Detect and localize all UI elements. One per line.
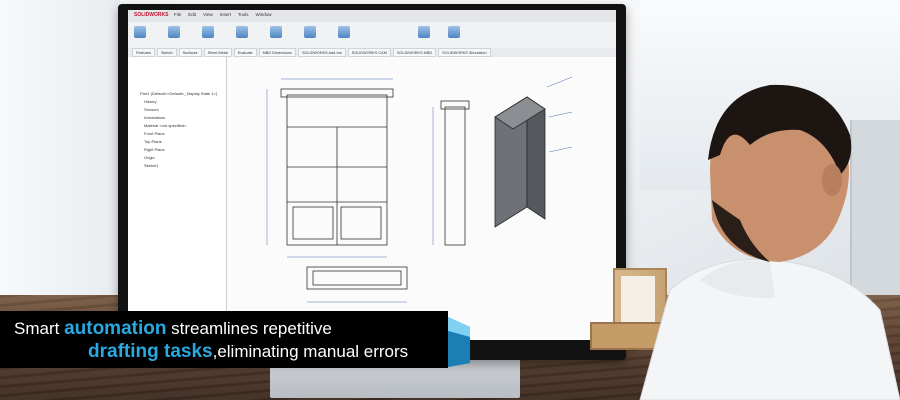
menu-item[interactable]: Window: [255, 12, 272, 17]
shield-cube-icon: [448, 317, 470, 367]
ribbon-button[interactable]: [448, 26, 460, 38]
tree-item[interactable]: History: [144, 99, 157, 104]
menu-item[interactable]: Insert: [219, 12, 231, 17]
tree-item[interactable]: Material <not specified>: [144, 123, 187, 128]
caption-line-2: drafting tasks,eliminating manual errors: [88, 341, 408, 363]
cad-brand: SOLIDWORKS: [134, 12, 169, 18]
pen-holder-inner: [621, 276, 655, 326]
caption-line-1: Smart automation streamlines repetitive: [14, 318, 332, 340]
caption-highlight-drafting: drafting tasks: [88, 341, 213, 362]
tree-item[interactable]: Right Plane: [144, 147, 165, 152]
tree-item[interactable]: Origin: [144, 155, 155, 160]
ribbon-button[interactable]: [338, 26, 350, 38]
ribbon-button[interactable]: [418, 26, 430, 38]
window-frame-left: [0, 0, 120, 300]
cad-ribbon: [128, 22, 616, 49]
cad-tab[interactable]: SOLIDWORKS Add-Ins: [297, 48, 346, 57]
cad-tab[interactable]: Sheet Metal: [203, 48, 232, 57]
caption-highlight-automation: automation: [64, 318, 167, 339]
monitor: SOLIDWORKS File Edit View Insert Tools W…: [118, 4, 626, 360]
cad-tab[interactable]: Surfaces: [178, 48, 202, 57]
feature-tree: Part1 (Default<<Default>_Display State 1…: [128, 57, 227, 340]
menu-item[interactable]: File: [174, 12, 182, 17]
cad-tab[interactable]: SOLIDWORKS MBD: [392, 48, 437, 57]
man-at-computer: [639, 84, 900, 400]
menu-item[interactable]: Tools: [237, 12, 249, 17]
menu-item[interactable]: Edit: [188, 12, 197, 17]
cad-tab[interactable]: Sketch: [156, 48, 177, 57]
ribbon-button[interactable]: [236, 26, 248, 38]
ribbon-button[interactable]: [270, 26, 282, 38]
tree-item[interactable]: Annotations: [144, 115, 166, 120]
ribbon-button[interactable]: [134, 26, 146, 38]
drawing-canvas[interactable]: [227, 57, 616, 340]
cad-menu: File Edit View Insert Tools Window: [174, 12, 272, 17]
side-view: [444, 106, 466, 246]
tree-item[interactable]: Sketch1: [144, 163, 159, 168]
cad-screen: SOLIDWORKS File Edit View Insert Tools W…: [128, 10, 616, 340]
desk-tray: [590, 322, 664, 350]
tree-item[interactable]: Front Plane: [144, 131, 165, 136]
cad-tab[interactable]: SOLIDWORKS CAM: [347, 48, 391, 57]
ribbon-button[interactable]: [304, 26, 316, 38]
isometric-view: [494, 96, 546, 228]
cad-tab[interactable]: SOLIDWORKS Simulation: [438, 48, 491, 57]
caption-line-1-suffix: streamlines repetitive: [166, 319, 332, 338]
caption-line-2-suffix: ,eliminating manual errors: [212, 342, 409, 361]
tree-item[interactable]: Top Plane: [144, 139, 162, 144]
ribbon-button[interactable]: [202, 26, 214, 38]
tree-item[interactable]: Part1 (Default<<Default>_Display State 1…: [140, 91, 218, 96]
ribbon-button[interactable]: [168, 26, 180, 38]
cad-tabs: Features Sketch Surfaces Sheet Metal Eva…: [128, 48, 616, 57]
tree-item[interactable]: Sensors: [144, 107, 159, 112]
top-view: [306, 266, 408, 290]
cad-tab[interactable]: Features: [132, 48, 155, 57]
caption-line-1-prefix: Smart: [14, 319, 65, 338]
cad-tab[interactable]: MBD Dimensions: [258, 48, 296, 57]
caption-banner: Smart automation streamlines repetitive …: [0, 311, 448, 368]
cad-tab[interactable]: Evaluate: [233, 48, 257, 57]
menu-item[interactable]: View: [203, 12, 213, 17]
technical-drawing: [266, 76, 573, 303]
cabinet: [850, 120, 900, 300]
